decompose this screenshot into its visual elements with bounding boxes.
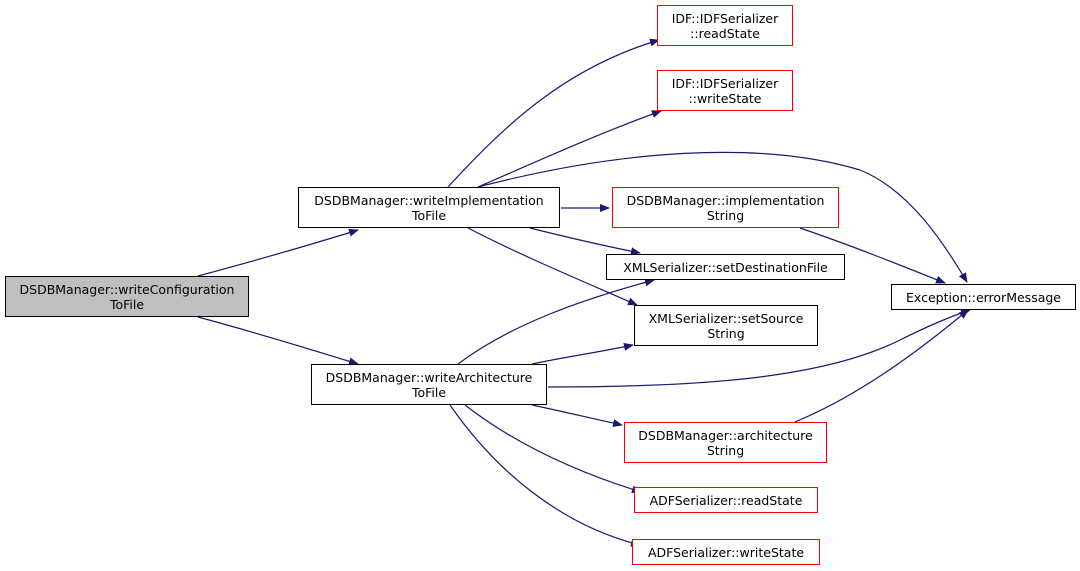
- node-label-line-1: ADFSerializer::writeState: [647, 544, 805, 560]
- node-set-source-string[interactable]: XMLSerializer::setSource String: [634, 305, 818, 346]
- edge-implementation-to-set-destination: [529, 227, 641, 256]
- node-label-line-1: Exception::errorMessage: [906, 289, 1061, 305]
- edge-implementation-to-error: [477, 151, 968, 283]
- node-label-line-2: ::readState: [690, 25, 760, 41]
- edge-architecture-to-set-destination: [457, 278, 655, 365]
- node-label-line-1: DSDBManager::writeImplementation: [314, 192, 544, 208]
- node-error-message[interactable]: Exception::errorMessage: [891, 284, 1076, 310]
- node-adf-read-state[interactable]: ADFSerializer::readState: [634, 487, 818, 513]
- edge-architecture-to-arch-string: [531, 404, 623, 427]
- node-set-destination-file[interactable]: XMLSerializer::setDestinationFile: [606, 254, 845, 280]
- node-label-line-2: ToFile: [109, 296, 145, 312]
- node-architecture-string[interactable]: DSDBManager::architecture String: [624, 422, 827, 463]
- node-implementation-string[interactable]: DSDBManager::implementation String: [612, 187, 839, 228]
- edge-architecture-to-adf-write: [449, 404, 641, 547]
- node-label-line-1: IDF::IDFSerializer: [671, 10, 779, 26]
- node-label-line-1: ADFSerializer::readState: [649, 492, 803, 508]
- node-label-line-2: String: [707, 325, 745, 341]
- node-label-line-1: XMLSerializer::setDestinationFile: [623, 259, 828, 275]
- node-write-implementation-to-file[interactable]: DSDBManager::writeImplementation ToFile: [298, 187, 560, 228]
- edge-config-to-architecture: [197, 316, 359, 366]
- node-label-line-1: DSDBManager::architecture: [638, 427, 813, 443]
- edge-impl-string-to-error: [799, 227, 946, 284]
- node-label-line-1: DSDBManager::writeArchitecture: [325, 369, 533, 385]
- edge-config-to-implementation: [197, 228, 359, 277]
- edge-implementation-to-set-source: [467, 227, 638, 306]
- node-idf-write-state[interactable]: IDF::IDFSerializer ::writeState: [657, 70, 793, 111]
- edge-implementation-to-idf-write: [477, 110, 662, 188]
- node-label-line-1: DSDBManager::implementation: [626, 192, 825, 208]
- node-label-line-2: ToFile: [411, 207, 447, 223]
- edge-implementation-to-idf-read: [447, 38, 660, 188]
- node-label-line-2: String: [706, 442, 745, 458]
- node-label-line-1: XMLSerializer::setSource: [648, 310, 804, 326]
- node-label-line-1: IDF::IDFSerializer: [671, 75, 779, 91]
- edge-architecture-to-adf-read: [464, 404, 642, 494]
- edge-arch-string-to-error: [794, 309, 969, 423]
- node-adf-write-state[interactable]: ADFSerializer::writeState: [632, 539, 820, 565]
- node-label-line-2: ::writeState: [688, 90, 762, 106]
- node-label-line-2: String: [706, 207, 745, 223]
- node-write-configuration-to-file: DSDBManager::writeConfiguration ToFile: [5, 276, 249, 317]
- edge-architecture-to-set-source: [531, 342, 634, 365]
- node-write-architecture-to-file[interactable]: DSDBManager::writeArchitecture ToFile: [311, 364, 547, 405]
- node-label-line-1: DSDBManager::writeConfiguration: [19, 281, 235, 297]
- node-label-line-2: ToFile: [411, 384, 447, 400]
- node-idf-read-state[interactable]: IDF::IDFSerializer ::readState: [657, 5, 793, 46]
- edge-architecture-to-error: [547, 309, 971, 388]
